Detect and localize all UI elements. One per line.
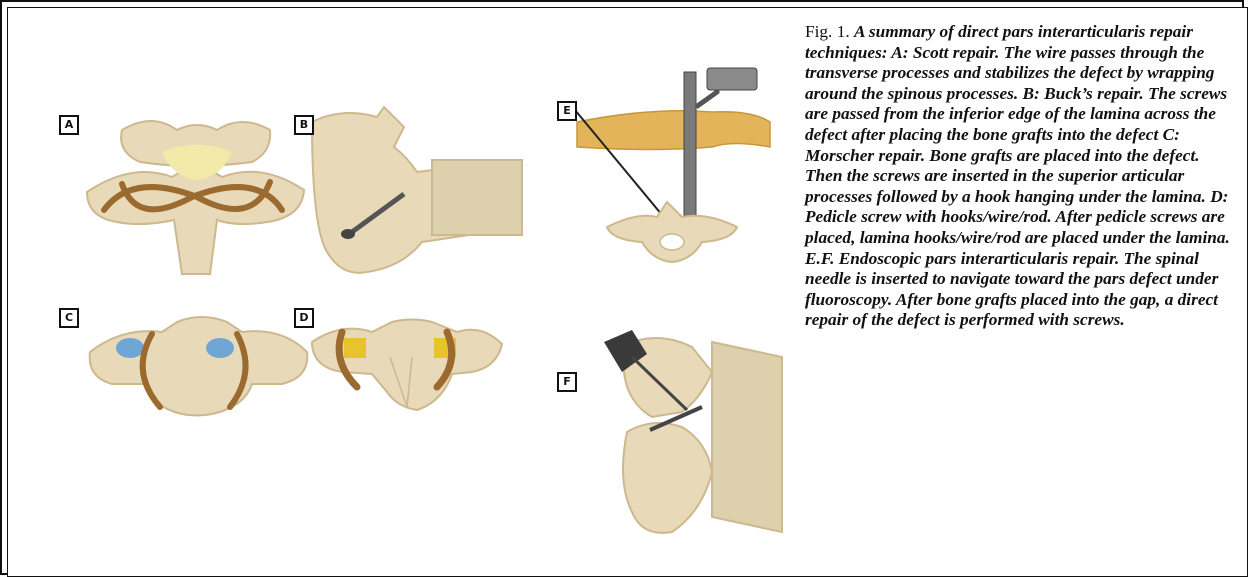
vertebral-bodies-f — [712, 342, 782, 532]
panel-label-d: D — [294, 308, 314, 328]
illustration-b-buck-repair — [312, 107, 522, 273]
caption-lead: Fig. 1. — [805, 22, 850, 41]
illustration-panel: A B C D E F — [12, 12, 792, 568]
illustration-d-pedicle-screw — [312, 320, 502, 411]
illustration-f-endoscopic-screw — [604, 330, 782, 533]
camera-e — [707, 68, 757, 90]
panel-label-b: B — [294, 115, 314, 135]
panel-label-f: F — [557, 372, 577, 392]
vertebra-f-lower — [623, 423, 712, 533]
caption-body: A summary of direct pars interarticulari… — [805, 22, 1230, 329]
illustration-c-morscher-repair — [90, 317, 308, 416]
panel-label-e: E — [557, 101, 577, 121]
endoscope-e — [684, 72, 696, 222]
figure-caption: Fig. 1. A summary of direct pars interar… — [805, 22, 1237, 331]
panel-label-a: A — [59, 115, 79, 135]
graft-c-left — [116, 338, 144, 358]
graft-a — [162, 145, 232, 181]
panel-label-c: C — [59, 308, 79, 328]
soft-tissue-e — [577, 111, 770, 150]
hook-d-left — [344, 338, 366, 358]
illustration-e-endoscopic — [575, 68, 770, 262]
vertebra-c — [90, 317, 308, 416]
illustration-a-scott-repair — [87, 121, 304, 274]
vertebral-body-b — [432, 160, 522, 235]
graft-c-right — [206, 338, 234, 358]
vertebra-e — [607, 202, 737, 262]
spine-illustrations — [12, 12, 792, 568]
screw-head-b — [341, 229, 355, 239]
canal-e — [660, 234, 684, 250]
